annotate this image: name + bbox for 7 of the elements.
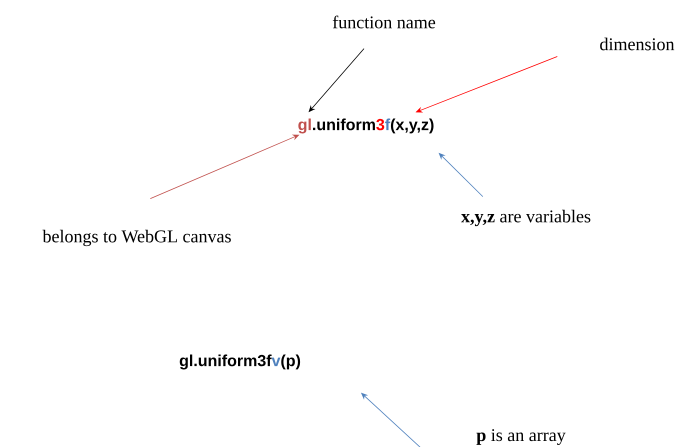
annotation-text: function name	[332, 16, 436, 28]
annotation-text: p is an array	[476, 429, 566, 445]
code-expression: gl.uniform3fv(p)	[180, 354, 300, 370]
annotation-text: x,y,z are variables	[461, 210, 590, 226]
annotation-text: belongs to WebGL canvas	[42, 230, 231, 246]
annotation-text: dimension	[600, 38, 674, 50]
code-expression: gl.uniform3f(x,y,z)	[298, 118, 434, 134]
